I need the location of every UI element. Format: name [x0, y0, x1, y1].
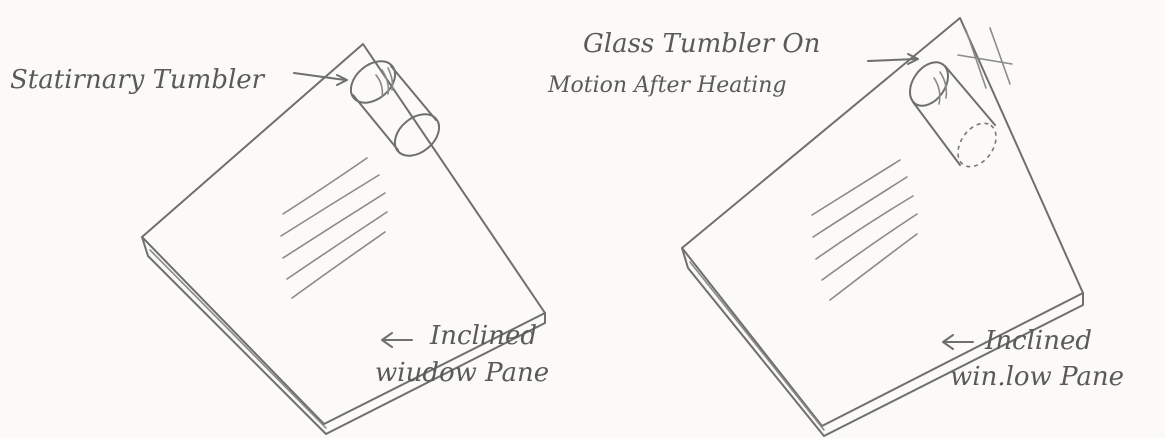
right-diagram: Glass Tumbler On Motion After Heating In…: [547, 18, 1124, 436]
left-reflection-lines: [281, 158, 387, 298]
right-pane-label-line2: win.low Pane: [950, 362, 1124, 392]
right-reflection-lines: [812, 160, 917, 300]
right-pane-pointer: [943, 335, 973, 349]
right-motion-marks: [958, 28, 1012, 88]
left-pane-label-line2: wiudow Pane: [375, 358, 549, 388]
right-tumbler-pointer: [868, 54, 918, 64]
right-tumbler-label-line2: Motion After Heating: [547, 73, 787, 98]
left-pane-label-line1: Inclined: [429, 321, 537, 351]
right-tumbler-label-line1: Glass Tumbler On: [583, 29, 820, 59]
right-pane-label-line1: Inclined: [984, 326, 1092, 356]
left-tumbler-label: Statirnary Tumbler: [10, 65, 266, 95]
left-tumbler-pointer: [294, 73, 347, 85]
left-glass-tumbler: [343, 53, 447, 164]
right-glass-tumbler: [902, 55, 1004, 174]
left-diagram: Statirnary Tumbler Inclined wiudow Pane: [10, 44, 549, 434]
left-pane-pointer: [382, 333, 412, 347]
